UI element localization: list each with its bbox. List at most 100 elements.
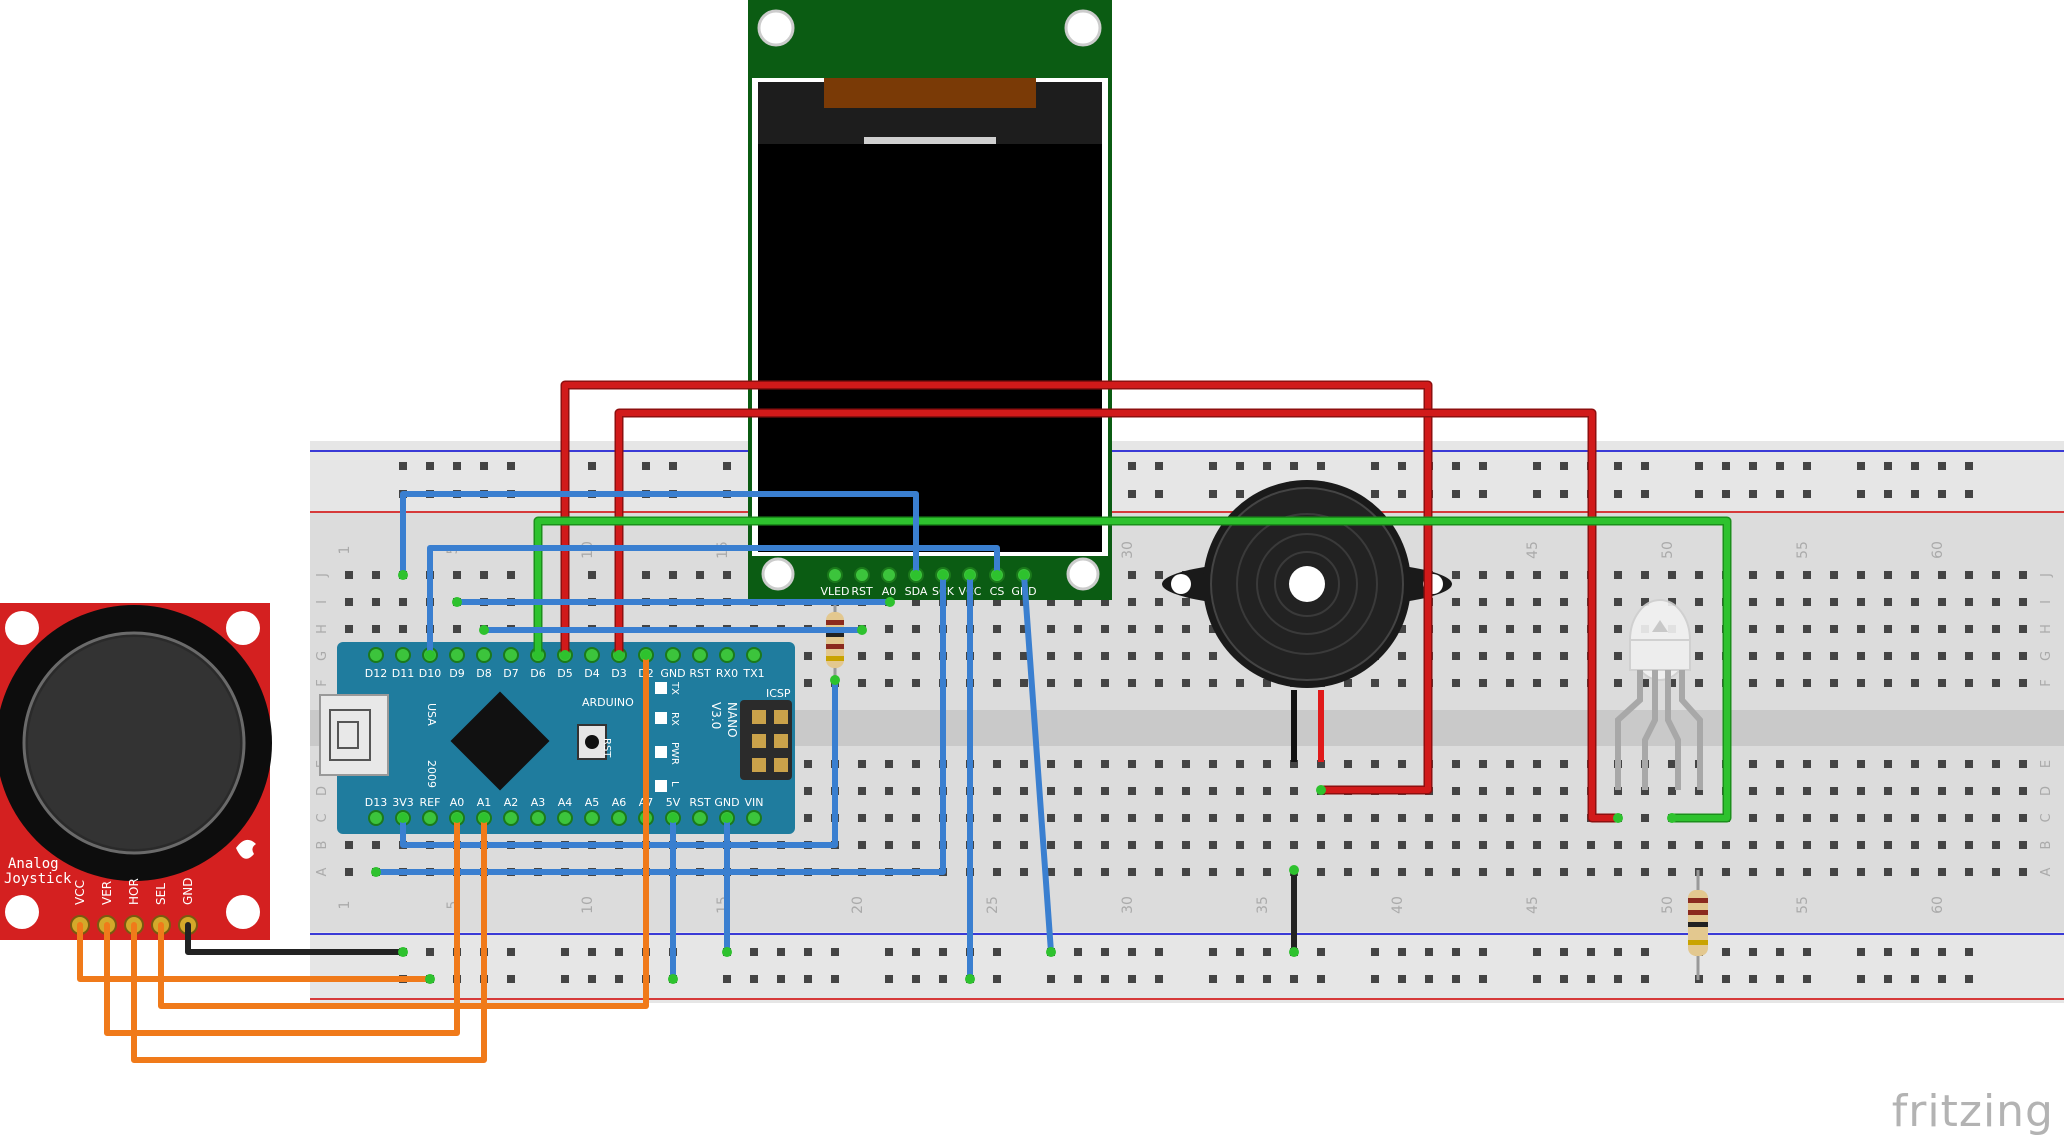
rail-hole bbox=[1641, 948, 1649, 956]
mount-hole bbox=[5, 611, 39, 645]
rail-hole bbox=[1776, 462, 1784, 470]
flex-connector bbox=[824, 78, 1036, 108]
rail-hole bbox=[1209, 948, 1217, 956]
arduino-pin-label: D7 bbox=[503, 667, 518, 680]
breadboard-hole bbox=[696, 571, 704, 579]
breadboard-hole bbox=[1803, 814, 1811, 822]
rail-hole bbox=[831, 948, 839, 956]
breadboard-hole bbox=[1857, 814, 1865, 822]
breadboard-hole bbox=[1479, 760, 1487, 768]
breadboard-hole bbox=[1506, 652, 1514, 660]
rail-hole bbox=[480, 462, 488, 470]
breadboard-hole bbox=[1830, 787, 1838, 795]
breadboard-hole bbox=[1074, 625, 1082, 633]
breadboard-hole bbox=[1614, 787, 1622, 795]
breadboard-hole bbox=[1452, 625, 1460, 633]
breadboard-hole bbox=[1938, 652, 1946, 660]
rail-hole bbox=[1209, 490, 1217, 498]
breadboard-hole bbox=[1911, 814, 1919, 822]
breadboard-hole bbox=[1830, 841, 1838, 849]
breadboard-hole bbox=[1155, 787, 1163, 795]
arduino-pin bbox=[584, 647, 600, 663]
wire-black-gnd bbox=[185, 922, 406, 955]
column-number: 10 bbox=[580, 896, 596, 914]
arduino-pin-label: D9 bbox=[449, 667, 464, 680]
breadboard-hole bbox=[1182, 787, 1190, 795]
breadboard-hole bbox=[1263, 841, 1271, 849]
row-letter: E bbox=[2039, 760, 2054, 768]
fritzing-logo: fritzing bbox=[1891, 1086, 2054, 1137]
breadboard-hole bbox=[1560, 598, 1568, 606]
breadboard-hole bbox=[1047, 760, 1055, 768]
breadboard-hole bbox=[1209, 841, 1217, 849]
rail-hole bbox=[1452, 975, 1460, 983]
breadboard-hole bbox=[1155, 598, 1163, 606]
rail-hole bbox=[750, 975, 758, 983]
breadboard-hole bbox=[993, 760, 1001, 768]
arduino-pin bbox=[692, 647, 708, 663]
arduino-pin bbox=[395, 647, 411, 663]
breadboard-hole bbox=[1209, 760, 1217, 768]
breadboard-hole bbox=[1182, 679, 1190, 687]
breadboard-hole bbox=[1155, 652, 1163, 660]
column-number: 40 bbox=[1390, 896, 1406, 914]
breadboard-hole bbox=[1938, 571, 1946, 579]
wire-end bbox=[1667, 813, 1677, 823]
rail-hole bbox=[885, 975, 893, 983]
rail-hole bbox=[1128, 975, 1136, 983]
rail-hole bbox=[1425, 975, 1433, 983]
breadboard-hole bbox=[1560, 814, 1568, 822]
arduino-pin-label: REF bbox=[420, 796, 441, 809]
breadboard-hole bbox=[1857, 679, 1865, 687]
breadboard-hole bbox=[669, 571, 677, 579]
wire-blue-2 bbox=[427, 545, 1000, 658]
breadboard-hole bbox=[1992, 841, 2000, 849]
rail-hole bbox=[1263, 975, 1271, 983]
tft-pin-label: A0 bbox=[882, 585, 897, 598]
breadboard-hole bbox=[1560, 787, 1568, 795]
breadboard-hole bbox=[1317, 814, 1325, 822]
breadboard-hole bbox=[1506, 625, 1514, 633]
wire-end bbox=[668, 813, 678, 823]
breadboard-hole bbox=[1803, 841, 1811, 849]
breadboard-hole bbox=[1965, 679, 1973, 687]
tft-pin-label: SDA bbox=[905, 585, 928, 598]
rail-hole bbox=[1884, 975, 1892, 983]
breadboard-hole bbox=[480, 571, 488, 579]
rail-hole bbox=[561, 948, 569, 956]
breadboard-hole bbox=[1506, 679, 1514, 687]
breadboard-hole bbox=[1128, 571, 1136, 579]
breadboard-hole bbox=[1047, 841, 1055, 849]
breadboard-hole bbox=[1884, 625, 1892, 633]
tft-pin-label: CS bbox=[990, 585, 1005, 598]
breadboard-hole bbox=[1398, 625, 1406, 633]
rail-hole bbox=[1641, 975, 1649, 983]
breadboard-hole bbox=[1290, 760, 1298, 768]
rail-hole bbox=[804, 975, 812, 983]
breadboard-hole bbox=[1965, 571, 1973, 579]
arduino-pin-label: A4 bbox=[558, 796, 573, 809]
breadboard-hole bbox=[1074, 760, 1082, 768]
breadboard-hole bbox=[2019, 787, 2027, 795]
breadboard-hole bbox=[1074, 787, 1082, 795]
rail-hole bbox=[1587, 975, 1595, 983]
rail-hole bbox=[1722, 975, 1730, 983]
breadboard-hole bbox=[1749, 625, 1757, 633]
arduino-pin-label: A6 bbox=[612, 796, 627, 809]
breadboard-hole bbox=[1803, 652, 1811, 660]
breadboard-hole bbox=[804, 787, 812, 795]
wire-end bbox=[452, 813, 462, 823]
rail-hole bbox=[1236, 948, 1244, 956]
breadboard-hole bbox=[1803, 868, 1811, 876]
rail-hole bbox=[1479, 948, 1487, 956]
wire-end bbox=[668, 974, 678, 984]
wire-end bbox=[885, 597, 895, 607]
wire-orange-ver bbox=[104, 815, 460, 1036]
row-letter: A bbox=[315, 867, 330, 876]
breadboard-hole bbox=[345, 868, 353, 876]
rail-hole bbox=[1398, 490, 1406, 498]
wire-orange-vcc bbox=[77, 922, 433, 982]
rail-hole bbox=[1938, 948, 1946, 956]
arduino-pin-label: RST bbox=[689, 667, 711, 680]
